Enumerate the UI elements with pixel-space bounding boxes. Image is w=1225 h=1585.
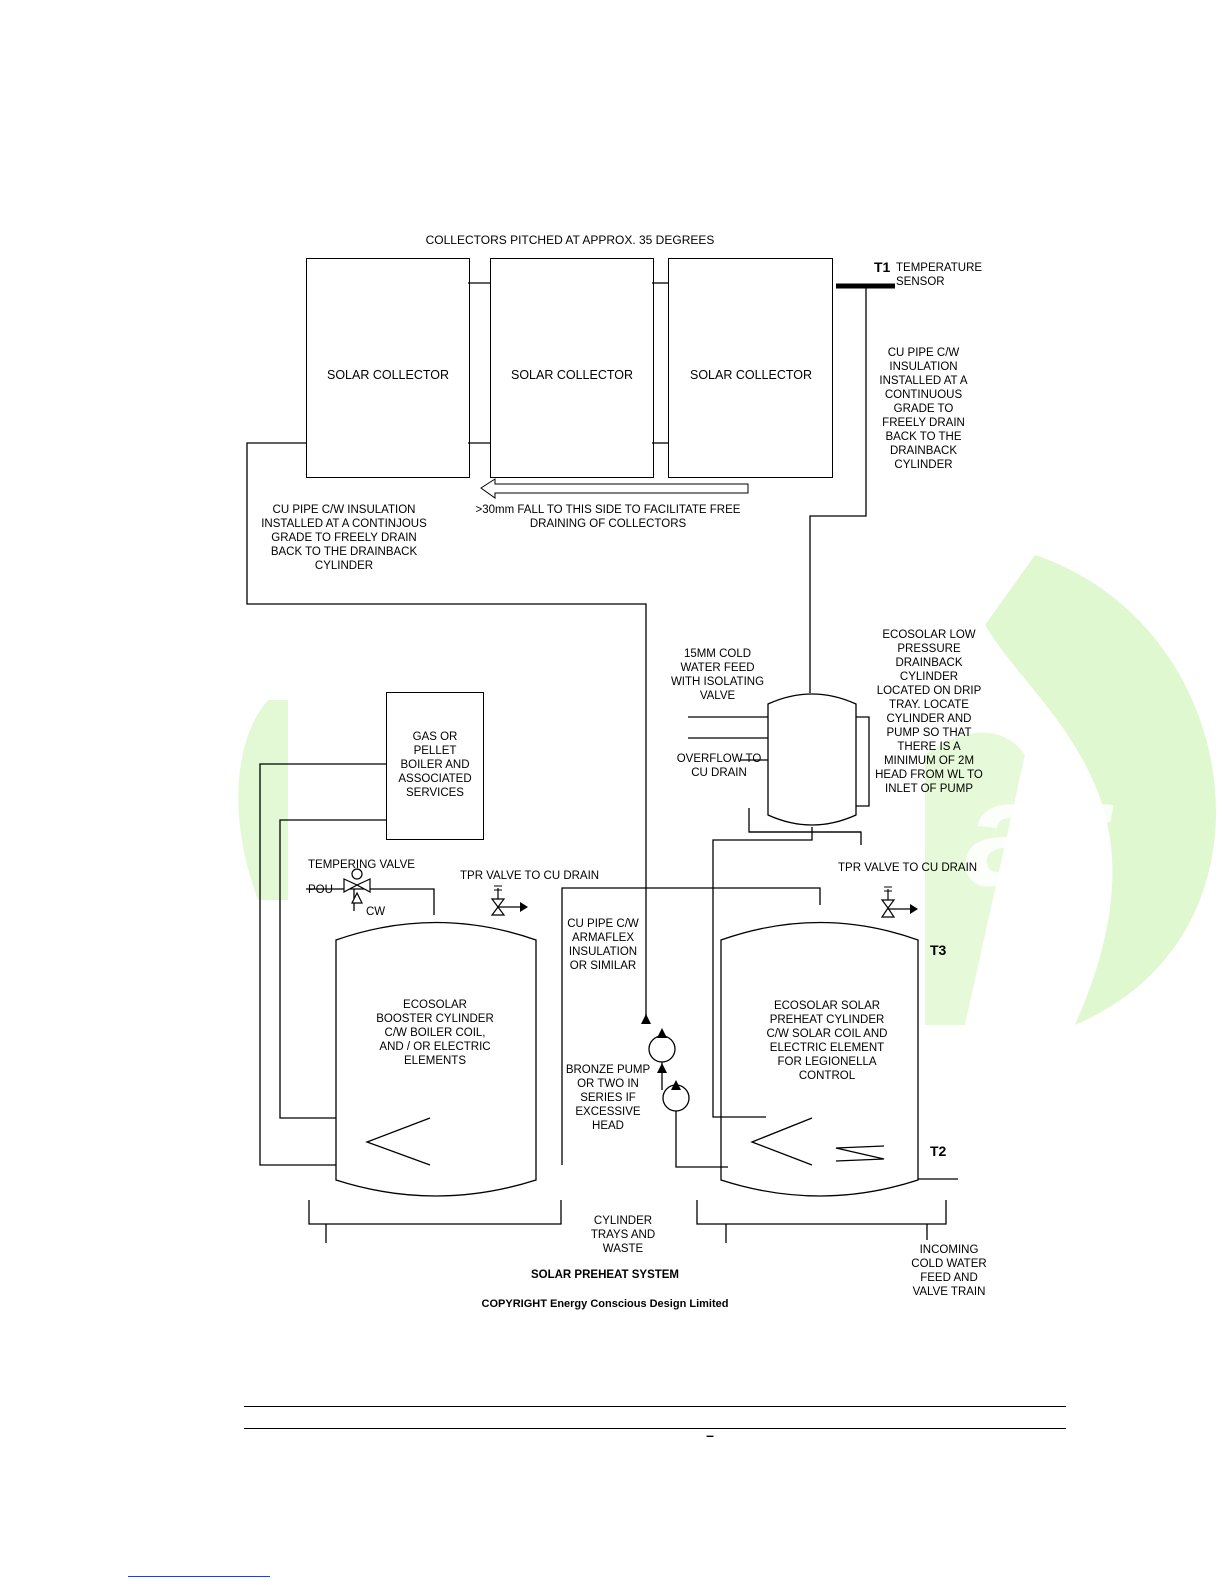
solar-collector-3: SOLAR COLLECTOR <box>668 258 833 478</box>
footer-rule-top <box>244 1406 1066 1407</box>
solar-collector-2: SOLAR COLLECTOR <box>490 258 654 478</box>
armaflex-note: CU PIPE C/W ARMAFLEX INSULATION OR SIMIL… <box>567 918 639 972</box>
footer-rule-bottom <box>244 1428 1066 1429</box>
boiler-box <box>386 692 484 840</box>
fall-note: >30mm FALL TO THIS SIDE TO FACILITATE FR… <box>475 504 741 530</box>
solar-collector-2-label: SOLAR COLLECTOR <box>510 368 634 382</box>
overflow-note: OVERFLOW TO CU DRAIN <box>676 753 762 779</box>
preheat-cylinder-label: ECOSOLAR SOLAR PREHEAT CYLINDER C/W SOLA… <box>766 1000 888 1082</box>
footer-page-mark: – <box>706 1427 714 1443</box>
tpr-left-label: TPR VALVE TO CU DRAIN <box>460 870 600 882</box>
tpr-right-label: TPR VALVE TO CU DRAIN <box>838 862 978 874</box>
boiler-label: GAS OR PELLET BOILER AND ASSOCIATED SERV… <box>398 731 472 799</box>
drainback-cylinder-note: ECOSOLAR LOW PRESSURE DRAINBACK CYLINDER… <box>875 629 983 795</box>
incoming-feed-note: INCOMING COLD WATER FEED AND VALVE TRAIN <box>911 1244 987 1298</box>
diagram-title: SOLAR PREHEAT SYSTEM <box>530 1269 680 1281</box>
pou-label: POU <box>308 884 333 896</box>
right-pipe-note: CU PIPE C/W INSULATION INSTALLED AT A CO… <box>879 347 968 471</box>
watermark-left-arc <box>238 700 288 900</box>
footer-link-underline <box>128 1576 270 1577</box>
solar-collector-1: SOLAR COLLECTOR <box>306 258 470 478</box>
solar-collector-3-label: SOLAR COLLECTOR <box>689 368 813 382</box>
t2-tag: T2 <box>930 1143 947 1159</box>
t1-tag: T1 <box>874 259 891 275</box>
booster-cylinder-label: ECOSOLAR BOOSTER CYLINDER C/W BOILER COI… <box>376 999 494 1067</box>
solar-collector-1-label: SOLAR COLLECTOR <box>326 368 450 382</box>
cylinder-trays-note: CYLINDER TRAYS AND WASTE <box>590 1215 656 1255</box>
cold-feed-note: 15MM COLD WATER FEED WITH ISOLATING VALV… <box>670 648 765 702</box>
collectors-pitch-note: COLLECTORS PITCHED AT APPROX. 35 DEGREES <box>425 233 715 247</box>
cw-label: CW <box>366 906 386 918</box>
t1-temperature-sensor-label: TEMPERATURE SENSOR <box>896 262 983 288</box>
t3-tag: T3 <box>930 942 947 958</box>
tempering-valve-label: TEMPERING VALVE <box>308 859 415 871</box>
pump-note: BRONZE PUMP OR TWO IN SERIES IF EXCESSIV… <box>565 1064 651 1132</box>
copyright-line: COPYRIGHT Energy Conscious Design Limite… <box>481 1298 729 1310</box>
left-pipe-note: CU PIPE C/W INSULATION INSTALLED AT A CO… <box>261 504 427 572</box>
